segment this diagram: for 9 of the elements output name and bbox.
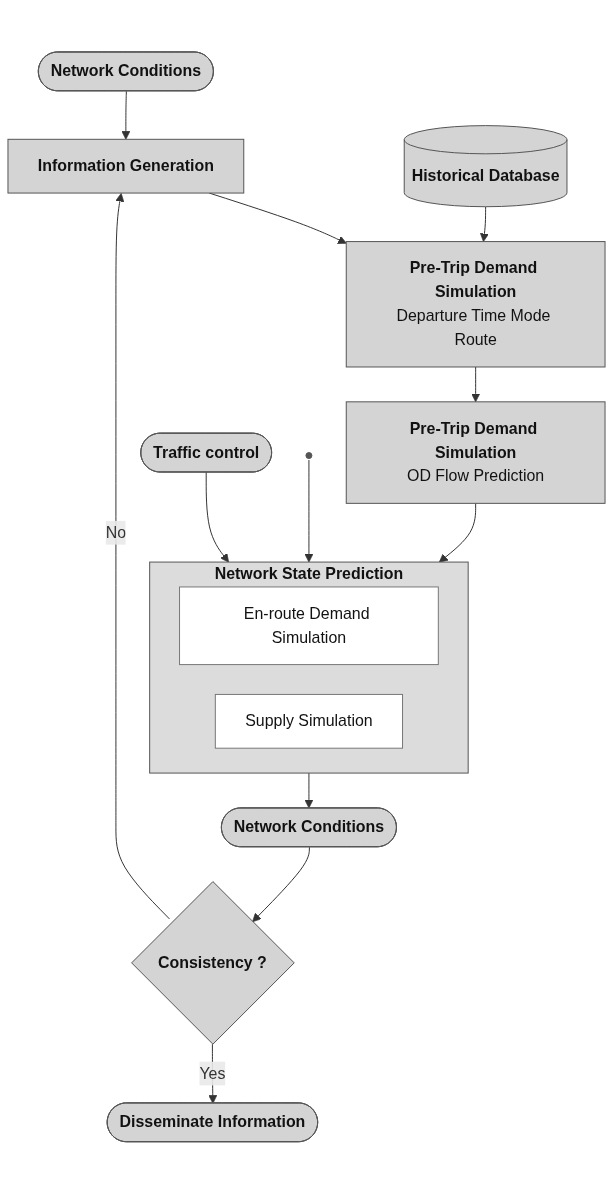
edge-label: No — [105, 523, 127, 541]
edge-label: Yes — [199, 1064, 226, 1082]
node-diamond: Consistency ? — [131, 881, 295, 1045]
node-box: Information Generation — [7, 138, 245, 194]
node-box: Pre-Trip Demand Simulation Departure Time Mode Route — [345, 241, 606, 368]
node-box: Pre-Trip Demand Simulation OD Flow Prediction — [345, 401, 606, 504]
node-box: Supply Simulation — [214, 694, 403, 749]
node-box: En-route Demand Simulation — [179, 586, 439, 666]
arrow — [252, 846, 310, 923]
